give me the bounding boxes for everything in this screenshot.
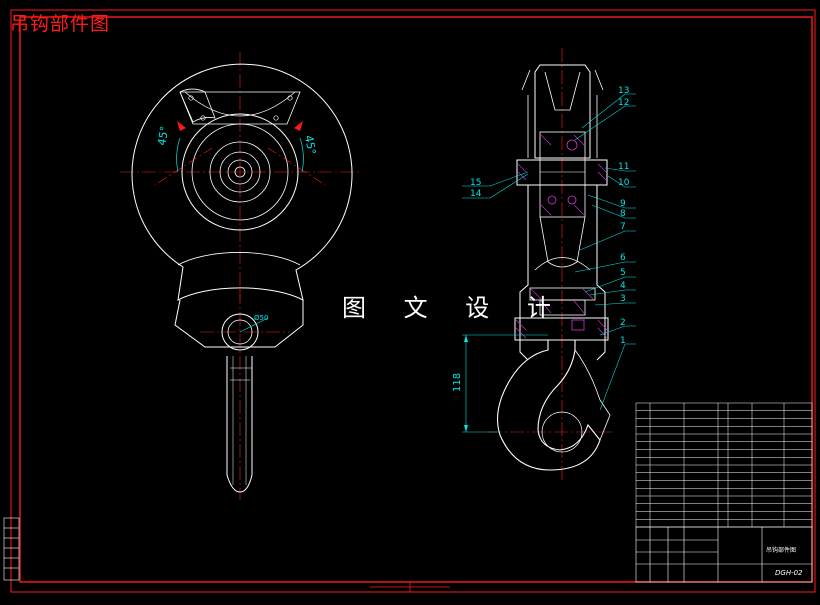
part-number-1: 1	[620, 336, 626, 346]
leader-lines	[462, 93, 636, 411]
angle-label-right: 45°	[302, 134, 318, 155]
outer-border	[10, 9, 816, 593]
part-number-15: 15	[470, 178, 481, 188]
title-block-name: 吊钩部件图	[766, 546, 796, 554]
angle-label-left: 45°	[155, 125, 171, 146]
part-number-10: 10	[618, 178, 630, 188]
drawing-number: DGH-02	[775, 569, 803, 577]
diameter-dimension: Ø50	[254, 314, 268, 322]
part-number-6: 6	[620, 253, 626, 263]
part-number-2: 2	[620, 318, 626, 328]
watermark-text: 图 文 设 计	[342, 294, 566, 322]
part-number-8: 8	[620, 209, 626, 219]
left-edge-strip	[3, 517, 20, 581]
part-number-4: 4	[620, 281, 626, 291]
part-number-3: 3	[620, 294, 626, 304]
part-number-12: 12	[618, 98, 629, 108]
drawing-title: 吊钩部件图	[10, 13, 111, 35]
height-dimension: 118	[452, 373, 463, 392]
parts-list-table	[635, 402, 813, 528]
part-number-13: 13	[618, 86, 629, 96]
part-number-5: 5	[620, 268, 626, 278]
bottom-center-mark	[370, 582, 450, 592]
part-numbers: 1 2 3 4 5 6 7 8 9 10 11 12 13 14 15	[470, 86, 630, 346]
front-view: 118	[452, 48, 615, 480]
title-block	[635, 526, 813, 583]
inner-border	[19, 16, 813, 583]
part-number-14: 14	[470, 189, 482, 199]
part-number-7: 7	[620, 222, 626, 232]
part-number-11: 11	[618, 162, 629, 172]
part-number-9: 9	[620, 199, 626, 209]
side-view: 45° 45° Ø50	[120, 52, 360, 500]
